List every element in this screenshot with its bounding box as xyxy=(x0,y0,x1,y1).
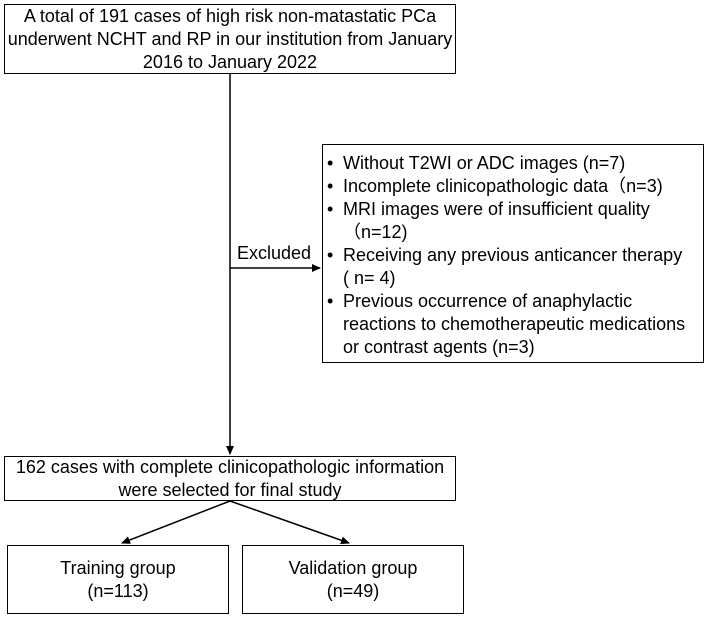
bullet-icon: • xyxy=(327,291,334,311)
exclusion-item: • Previous occurrence of anaphylactic re… xyxy=(323,290,703,359)
excluded-label: Excluded xyxy=(237,243,312,263)
exclusion-item: • Without T2WI or ADC images (n=7) xyxy=(323,152,703,175)
exclusion-item: • Receiving any previous anticancer ther… xyxy=(323,244,703,290)
split-arrow-validation xyxy=(229,500,350,545)
final-study-line-1: 162 cases with complete clinicopathologi… xyxy=(15,456,445,477)
bullet-icon: • xyxy=(327,199,334,219)
exclusion-item-line: reactions to chemotherapeutic medication… xyxy=(343,314,686,334)
exclusion-item-line: Receiving any previous anticancer therap… xyxy=(343,245,683,265)
exclusion-item-line: or contrast agents (n=3) xyxy=(343,337,535,357)
initial-cohort-line-1: A total of 191 cases of high risk non-ma… xyxy=(23,5,437,26)
initial-cohort-box: A total of 191 cases of high risk non-ma… xyxy=(4,4,456,74)
validation-group-count: (n=49) xyxy=(326,580,380,601)
bullet-icon: • xyxy=(327,153,334,173)
exclusion-criteria-box: • Without T2WI or ADC images (n=7) • Inc… xyxy=(322,144,704,363)
final-study-box: 162 cases with complete clinicopathologi… xyxy=(4,456,456,501)
training-group-count: (n=113) xyxy=(87,580,149,601)
exclusion-item: • Incomplete clinicopathologic data（n=3) xyxy=(323,175,703,198)
exclusion-item: • MRI images were of insufficient qualit… xyxy=(323,198,703,244)
exclusion-item-line: Incomplete clinicopathologic data（n=3) xyxy=(343,176,663,196)
final-study-line-2: were selected for final study xyxy=(118,479,342,500)
exclusion-item-line: ( n= 4) xyxy=(343,268,396,288)
exclusion-item-line: Without T2WI or ADC images (n=7) xyxy=(343,153,626,173)
bullet-icon: • xyxy=(327,176,334,196)
exclusion-item-line: Previous occurrence of anaphylactic xyxy=(343,291,633,311)
validation-group-label: Validation group xyxy=(288,557,418,578)
initial-cohort-line-3: 2016 to January 2022 xyxy=(142,51,318,72)
validation-group-box: Validation group (n=49) xyxy=(242,545,464,614)
exclusion-item-line: MRI images were of insufficient quality xyxy=(343,199,650,219)
training-group-label: Training group xyxy=(60,557,176,578)
split-arrow-training xyxy=(121,500,231,544)
exclusion-item-line: （n=12) xyxy=(343,222,408,242)
bullet-icon: • xyxy=(327,245,334,265)
initial-cohort-line-2: underwent NCHT and RP in our institution… xyxy=(7,28,453,49)
training-group-box: Training group (n=113) xyxy=(7,545,229,614)
